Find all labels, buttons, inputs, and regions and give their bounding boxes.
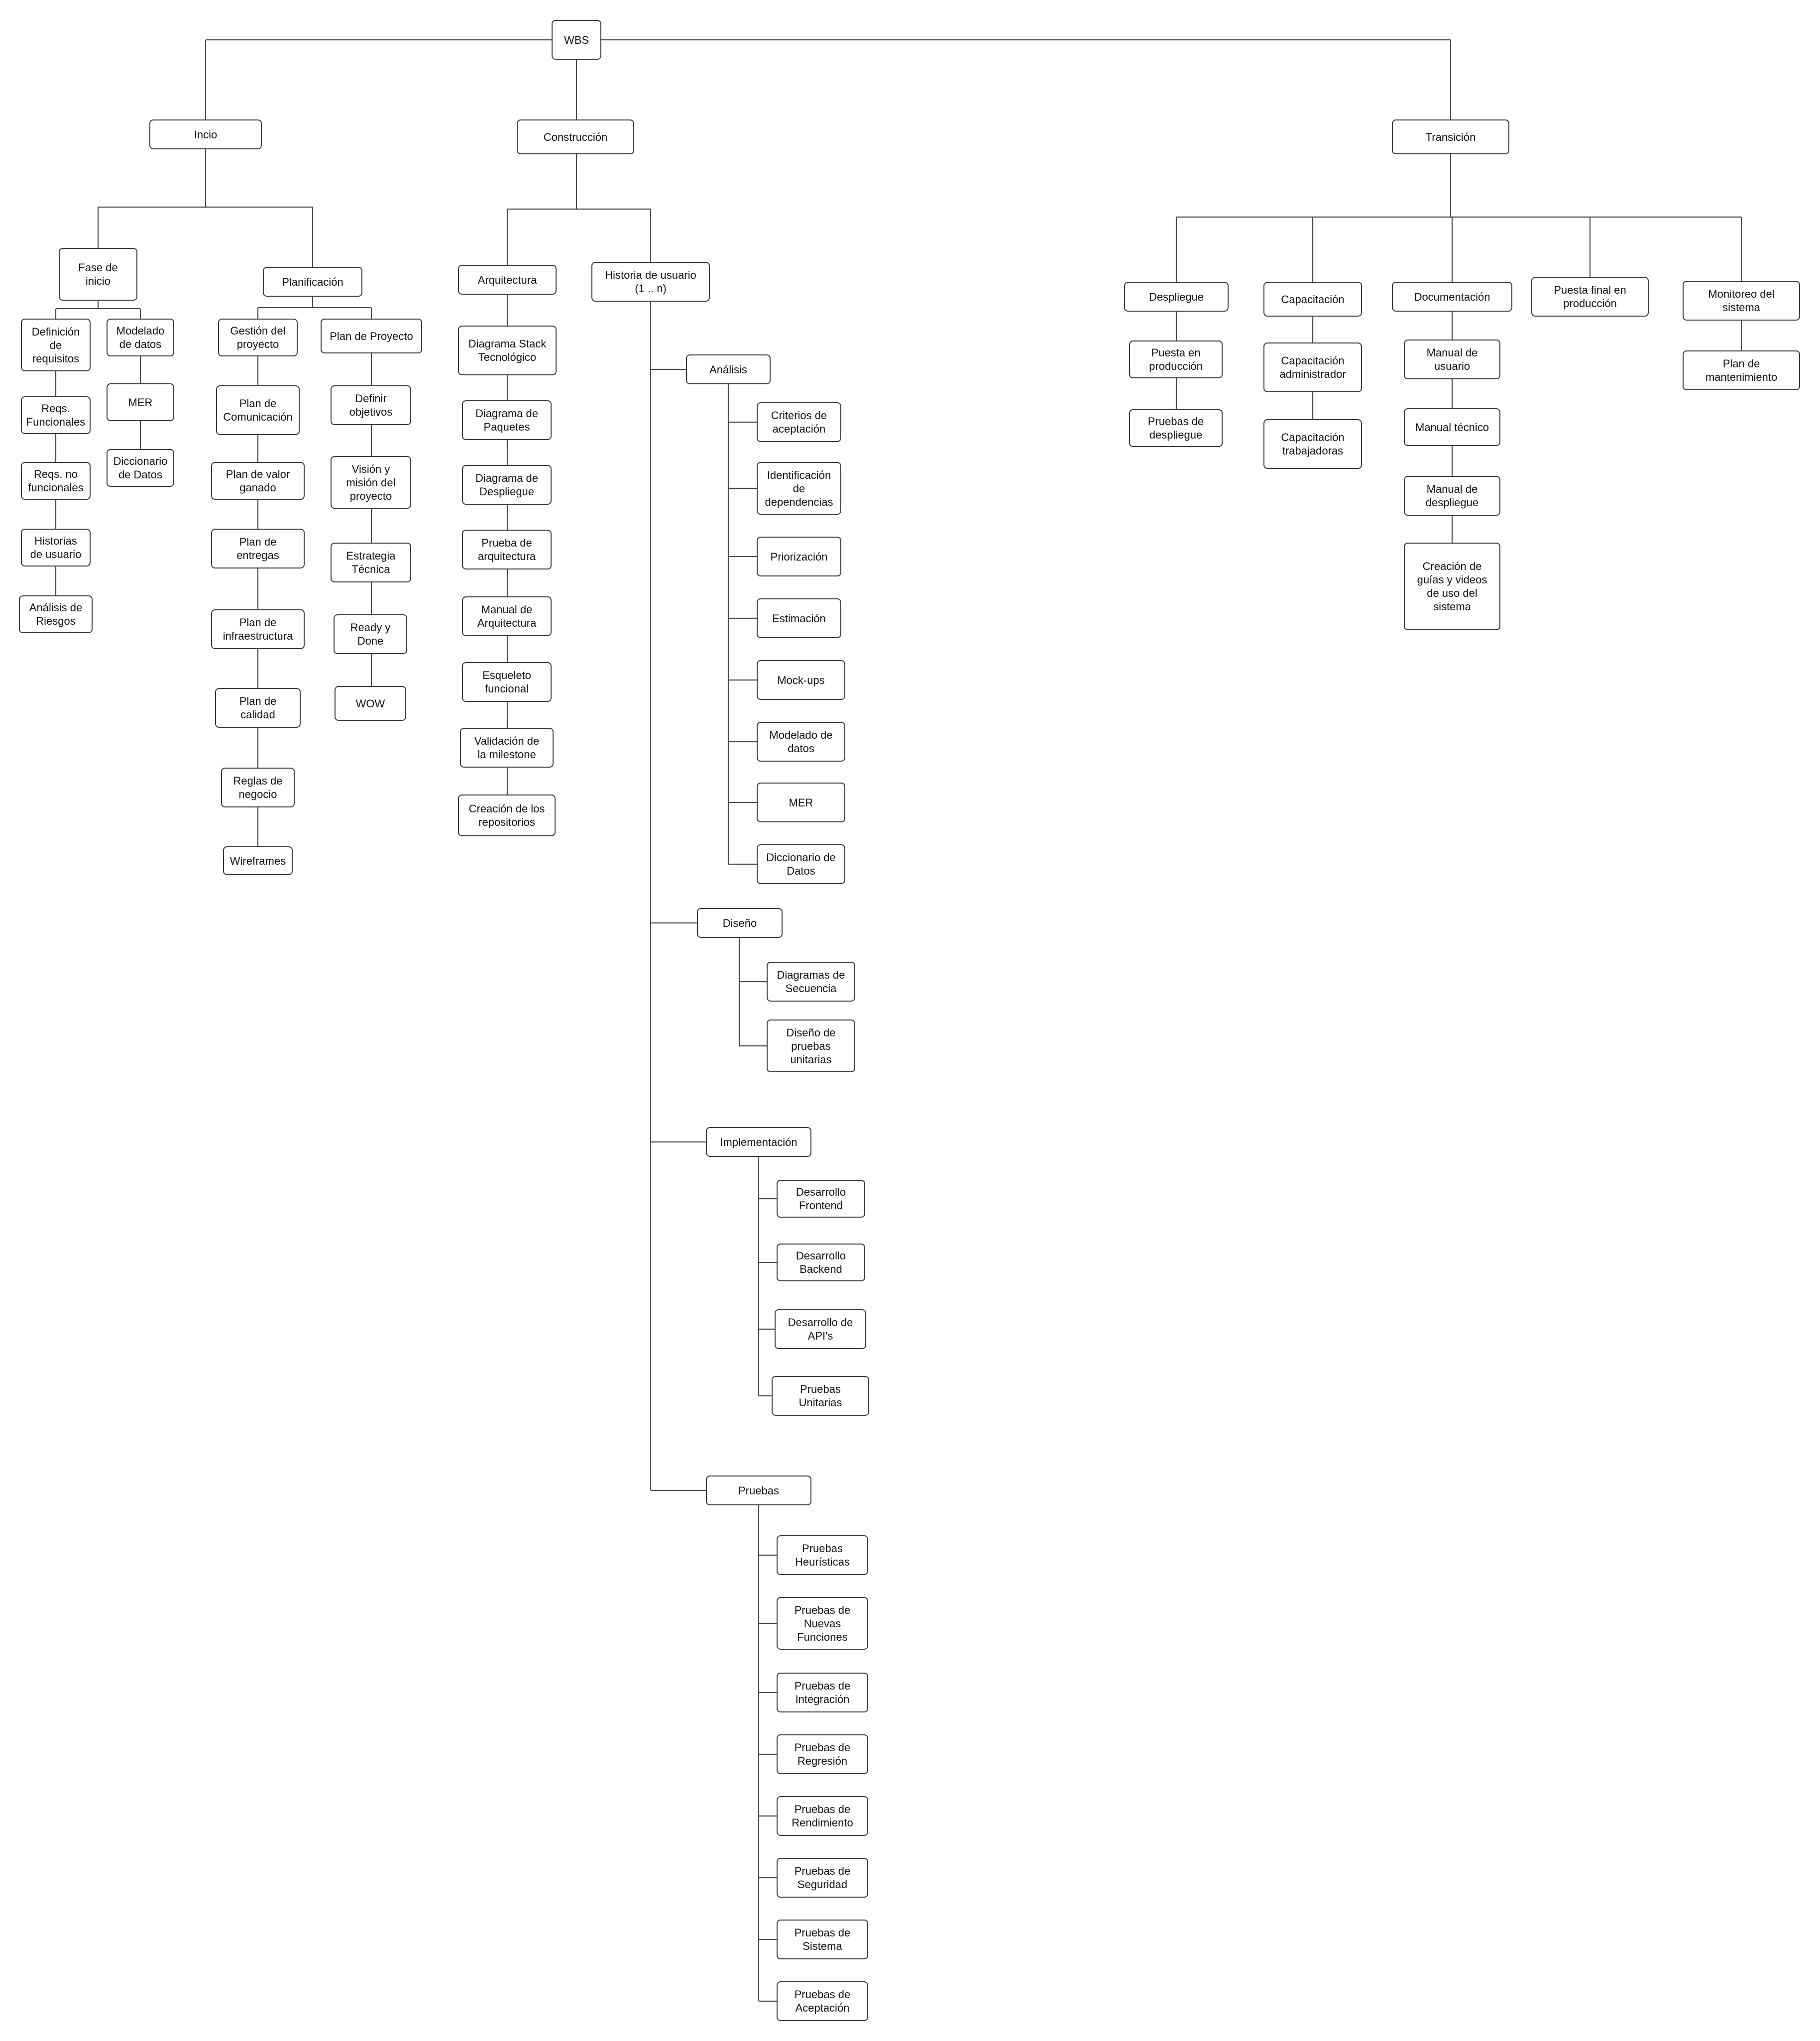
node-nuevas: Pruebas de Nuevas Funciones [777, 1597, 868, 1650]
node-regresion: Pruebas de Regresión [777, 1734, 868, 1774]
node-paquetes: Diagrama de Paquetes [462, 400, 552, 440]
node-frontend: Desarrollo Frontend [777, 1180, 865, 1218]
node-plan-com: Plan de Comunicación [216, 385, 300, 435]
node-arquitectura: Arquitectura [458, 265, 557, 295]
node-manual-usuario: Manual de usuario [1404, 340, 1500, 379]
node-implementacion: Implementación [706, 1127, 811, 1157]
node-stack: Diagrama Stack Tecnológico [458, 326, 557, 375]
node-apis: Desarrollo de API's [775, 1309, 866, 1349]
node-puesta-final: Puesta final en producción [1531, 277, 1649, 317]
node-mockups: Mock-ups [757, 660, 845, 700]
node-repos: Creación de los repositorios [458, 794, 556, 836]
node-transicion: Transición [1392, 119, 1509, 154]
node-manual-desp: Manual de despliegue [1404, 476, 1500, 516]
node-dicc-an: Diccionario de Datos [757, 844, 845, 884]
node-manual-tecnico: Manual técnico [1404, 408, 1500, 446]
node-construccion: Construcción [517, 119, 634, 154]
node-documentacion: Documentación [1392, 282, 1512, 312]
node-mer-ini: MER [107, 383, 174, 421]
node-cap-admin: Capacitación administrador [1263, 342, 1362, 392]
node-mer-an: MER [757, 783, 845, 822]
node-esqueleto: Esqueleto funcional [462, 662, 552, 702]
node-estrategia: Estrategia Técnica [331, 543, 411, 582]
node-capacitacion: Capacitación [1263, 282, 1362, 317]
node-def-req: Definición de requisitos [21, 319, 91, 371]
node-plan-entregas: Plan de entregas [211, 529, 305, 568]
node-despliegue-diag: Diagrama de Despliegue [462, 465, 552, 505]
node-req-func: Reqs. Funcionales [21, 396, 91, 434]
node-monitoreo: Monitoreo del sistema [1683, 281, 1800, 321]
node-plan-mant: Plan de mantenimiento [1683, 350, 1800, 390]
node-priorizacion: Priorización [757, 537, 841, 576]
node-backend: Desarrollo Backend [777, 1244, 865, 1281]
node-hist-usuario-ini: Historias de usuario [21, 529, 91, 567]
node-plan-calidad: Plan de calidad [215, 688, 301, 728]
node-cap-trab: Capacitación trabajadoras [1263, 419, 1362, 469]
node-vision: Visión y misión del proyecto [331, 456, 411, 509]
node-estimacion: Estimación [757, 598, 841, 638]
node-pruebas-desp: Pruebas de despliegue [1129, 409, 1223, 447]
node-root: WBS [552, 20, 601, 60]
node-rendimiento: Pruebas de Rendimiento [777, 1796, 868, 1836]
node-puesta-prod: Puesta en producción [1129, 340, 1223, 378]
node-plan-proy: Plan de Proyecto [321, 319, 422, 353]
node-unitarias: Pruebas Unitarias [772, 1376, 869, 1416]
node-req-nofunc: Reqs. no funcionales [21, 462, 91, 500]
node-guias: Creación de guías y videos de uso del si… [1404, 543, 1500, 630]
node-dicc-ini: Diccionario de Datos [107, 449, 174, 487]
node-prueba-arq: Prueba de arquitectura [462, 530, 552, 569]
node-aceptacion: Pruebas de Aceptación [777, 1981, 868, 2021]
node-modelado-an: Modelado de datos [757, 722, 845, 762]
node-validacion: Validación de la milestone [460, 728, 554, 768]
node-ready: Ready y Done [334, 614, 407, 654]
node-criterios: Criterios de aceptación [757, 402, 841, 442]
node-manual-arq: Manual de Arquitectura [462, 596, 552, 636]
node-diseno: Diseño [697, 908, 783, 938]
node-analisis-riesgos: Análisis de Riesgos [19, 595, 93, 633]
node-analisis: Análisis [686, 354, 771, 384]
node-diseno-pruebas: Diseño de pruebas unitarias [767, 1020, 855, 1072]
node-fase-inicio: Fase de inicio [59, 248, 137, 301]
node-gestion: Gestión del proyecto [218, 319, 298, 356]
node-integracion: Pruebas de Integración [777, 1673, 868, 1712]
node-planificacion: Planificación [263, 267, 362, 297]
node-modelado-ini: Modelado de datos [107, 319, 174, 356]
node-plan-valor: Plan de valor ganado [211, 462, 305, 500]
node-historia: Historia de usuario (1 .. n) [591, 262, 710, 302]
node-seguridad: Pruebas de Seguridad [777, 1858, 868, 1898]
node-reglas: Reglas de negocio [221, 768, 295, 807]
node-secuencia: Diagramas de Secuencia [767, 962, 855, 1002]
node-sistema: Pruebas de Sistema [777, 1920, 868, 1959]
node-def-obj: Definir objetivos [331, 385, 411, 425]
node-wow: WOW [335, 686, 406, 721]
node-heuristicas: Pruebas Heurísticas [777, 1535, 868, 1575]
node-dependencias: Identificación de dependencias [757, 462, 841, 515]
node-inicio: Incio [149, 119, 262, 149]
node-wireframes: Wireframes [223, 846, 293, 875]
node-plan-infra: Plan de infraestructura [211, 609, 305, 649]
node-despliegue: Despliegue [1124, 282, 1229, 312]
node-pruebas: Pruebas [706, 1475, 811, 1505]
